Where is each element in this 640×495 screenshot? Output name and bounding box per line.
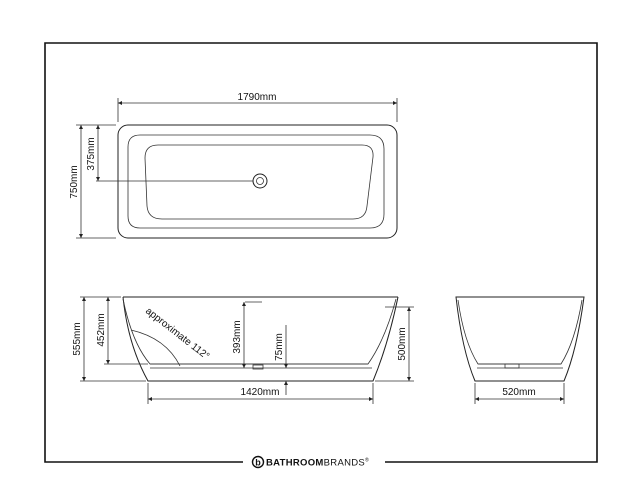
dim-inner-depth: 452mm: [96, 313, 107, 346]
plan-view: 1790mm 750mm 375mm: [69, 92, 398, 239]
plan-basin: [144, 144, 374, 220]
dim-base-height: 75mm: [274, 333, 285, 361]
waste-outlet-inner: [256, 177, 264, 185]
angle-label: approximate 112°: [143, 306, 211, 363]
end-inner-profile: [457, 299, 583, 365]
end-outer-profile: [455, 296, 585, 382]
side-view: approximate 112° 555mm 452mm 393mm 75mm …: [72, 296, 414, 404]
dim-base-length: 1420mm: [241, 387, 280, 398]
end-view: 520mm: [455, 296, 585, 404]
end-waste: [504, 363, 520, 369]
plan-inner-rim: [127, 134, 385, 229]
dim-waste-offset: 375mm: [86, 137, 97, 170]
dim-end-height: 500mm: [397, 327, 408, 360]
drawing-frame: [44, 42, 598, 463]
brand-logo-letter: b: [255, 458, 261, 468]
waste-outlet-outer: [252, 173, 268, 189]
brand-name-light: BRANDS: [324, 458, 365, 469]
dim-top-length: 1790mm: [238, 92, 277, 103]
side-inner-profile: [122, 298, 397, 365]
angle-arc: [130, 329, 181, 367]
plan-outer-rim: [117, 124, 398, 239]
brand-name-bold: BATHROOM: [266, 458, 324, 469]
brand-logo: b BATHROOMBRANDS®: [251, 455, 369, 469]
dim-water-depth: 393mm: [232, 320, 243, 353]
brand-logo-circle: [251, 455, 265, 469]
svg-text:BATHROOMBRANDS®: BATHROOMBRANDS®: [266, 457, 369, 469]
dim-side-total: 555mm: [72, 322, 83, 355]
dim-base-width: 520mm: [502, 387, 535, 398]
brand-registered: ®: [365, 457, 369, 464]
dim-top-width: 750mm: [69, 165, 80, 198]
side-waste: [252, 364, 264, 370]
